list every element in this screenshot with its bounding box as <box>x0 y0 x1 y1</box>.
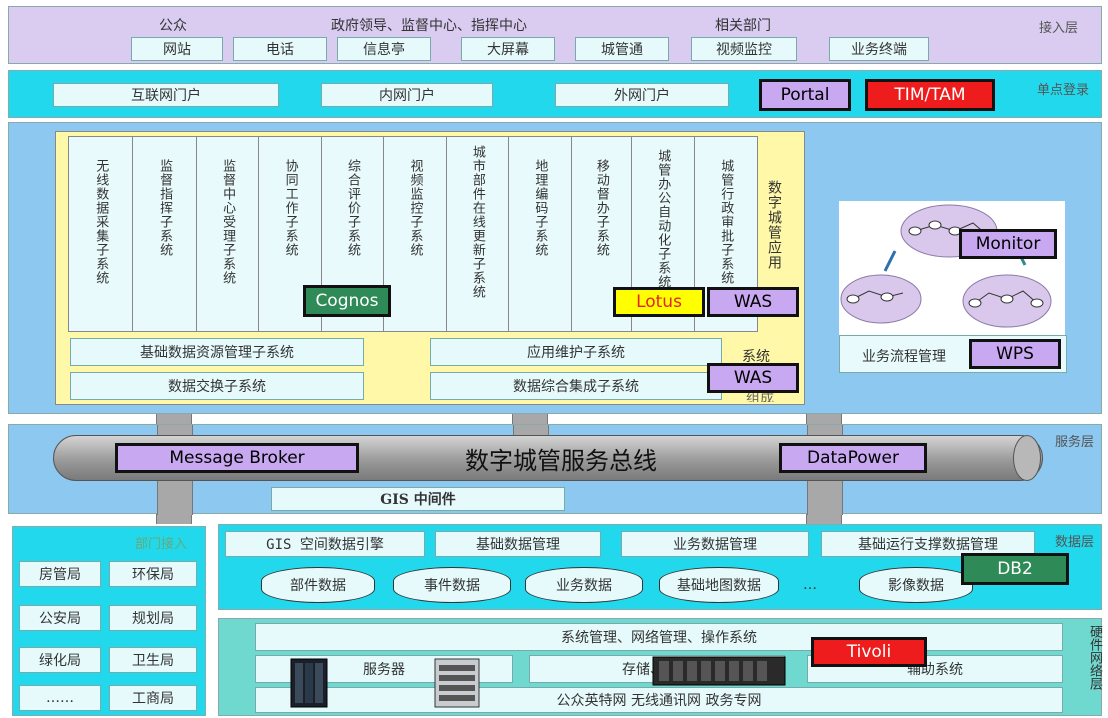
portal-intranet: 内网门户 <box>321 83 493 107</box>
channel-website: 网站 <box>131 37 223 61</box>
message-broker-tag: Message Broker <box>115 443 359 473</box>
access-group-public: 公众 <box>159 18 187 34</box>
db-ellipsis: … <box>803 577 817 593</box>
db-component-data: 部件数据 <box>261 567 375 603</box>
gis-middleware: GIS 中间件 <box>271 487 565 511</box>
app-side-title-bottom: 系统 <box>742 349 770 365</box>
channel-terminal: 业务终端 <box>829 37 929 61</box>
dept-greening: 绿化局 <box>19 647 101 673</box>
service-layer: 数字城管服务总线 Message Broker DataPower GIS 中间… <box>8 424 1102 515</box>
workflow-graph-image <box>840 204 1052 328</box>
dept-environment: 环保局 <box>109 561 197 587</box>
server-rack-image <box>290 658 328 708</box>
subsystem-geocoding: 地理编码子系统 <box>509 137 572 331</box>
db2-tag: DB2 <box>961 553 1069 585</box>
subsystem-supervision-center: 监督中心受理子系统 <box>196 137 260 331</box>
access-layer: 公众 政府领导、监督中心、指挥中心 相关部门 接入层 网站 电话 信息亭 大屏幕… <box>8 6 1102 64</box>
storage-array-image <box>652 656 786 686</box>
dept-health: 卫生局 <box>109 647 197 673</box>
access-layer-label: 接入层 <box>1039 21 1079 36</box>
subsystem-component-update: 城市部件在线更新子系统 <box>446 137 510 331</box>
access-group-departments: 相关部门 <box>715 18 771 34</box>
channel-kiosk: 信息亭 <box>337 37 431 61</box>
dept-commerce: 工商局 <box>109 685 197 711</box>
dept-planning: 规划局 <box>109 605 197 631</box>
dept-housing: 房管局 <box>19 561 101 587</box>
data-exchange-subsystem: 数据交换子系统 <box>70 372 364 400</box>
subsystem-video-monitoring: 视频监控子系统 <box>384 137 447 331</box>
db-event-data: 事件数据 <box>393 567 511 603</box>
workflow-diagram <box>839 201 1065 335</box>
data-layer: GIS 空间数据引擎 基础数据管理 业务数据管理 基础运行支撑数据管理 数据层 … <box>218 524 1102 610</box>
channel-big-screen: 大屏幕 <box>461 37 555 61</box>
app-maintenance-subsystem: 应用维护子系统 <box>430 338 722 366</box>
support-data-mgmt: 基础运行支撑数据管理 <box>821 531 1035 557</box>
monitor-tag: Monitor <box>959 229 1057 259</box>
app-side-title: 数字城管应用 <box>766 180 782 270</box>
network-row: 公众英特网 无线通讯网 政务专网 <box>255 687 1063 713</box>
db-imagery-data: 影像数据 <box>859 567 973 603</box>
dept-access-panel: 部门接入 房管局 环保局 公安局 规划局 绿化局 卫生局 …… 工商局 <box>12 526 206 716</box>
service-bus-title: 数字城管服务总线 <box>465 447 657 475</box>
data-layer-label: 数据层 <box>1055 535 1095 550</box>
was-tag-bottom: WAS <box>707 363 799 393</box>
base-data-resource-subsystem: 基础数据资源管理子系统 <box>70 338 364 366</box>
gis-data-engine: GIS 空间数据引擎 <box>225 531 425 557</box>
app-side-title-extra: 组成 <box>746 391 774 402</box>
dept-more: …… <box>19 685 101 711</box>
access-group-government: 政府领导、监督中心、指挥中心 <box>331 18 527 34</box>
base-data-mgmt: 基础数据管理 <box>435 531 601 557</box>
system-management-row: 系统管理、网络管理、操作系统 <box>255 623 1063 651</box>
channel-city-mgmt: 城管通 <box>575 37 669 61</box>
tim-tam-tag: TIM/TAM <box>865 79 995 111</box>
hardware-layer-label: 硬件网络层 <box>1087 625 1102 690</box>
portal-extranet: 外网门户 <box>555 83 729 107</box>
lotus-tag: Lotus <box>613 287 705 317</box>
portal-internet: 互联网门户 <box>53 83 279 107</box>
service-bus-end <box>1013 435 1041 481</box>
workflow-label: 业务流程管理 <box>862 349 946 365</box>
datapower-tag: DataPower <box>779 443 927 473</box>
cognos-tag: Cognos <box>303 285 391 317</box>
app-layer: 无线数据采集子系统 监督指挥子系统 监督中心受理子系统 协同工作子系统 综合评价… <box>8 122 1102 414</box>
wps-tag: WPS <box>969 339 1061 369</box>
was-tag-top: WAS <box>707 287 799 317</box>
sso-layer-label: 单点登录 <box>1037 83 1090 98</box>
subsystem-wireless-data: 无线数据采集子系统 <box>69 137 134 331</box>
service-layer-label: 服务层 <box>1055 435 1095 450</box>
db-base-map-data: 基础地图数据 <box>659 567 779 603</box>
channel-phone: 电话 <box>233 37 327 61</box>
blade-server-image <box>434 658 480 708</box>
data-integration-subsystem: 数据综合集成子系统 <box>430 372 722 400</box>
portal-tag: Portal <box>759 79 851 111</box>
sso-layer: 互联网门户 内网门户 外网门户 Portal TIM/TAM 单点登录 <box>8 70 1102 118</box>
dept-access-label: 部门接入 <box>135 537 188 552</box>
channel-video: 视频监控 <box>691 37 797 61</box>
app-inner-panel: 无线数据采集子系统 监督指挥子系统 监督中心受理子系统 协同工作子系统 综合评价… <box>55 131 805 405</box>
subsystem-supervision-command: 监督指挥子系统 <box>133 137 197 331</box>
hardware-layer: 系统管理、网络管理、操作系统 服务器 存储、备份 辅助系统 公众英特网 无线通讯… <box>218 618 1102 716</box>
tivoli-tag: Tivoli <box>811 637 927 667</box>
business-data-mgmt: 业务数据管理 <box>621 531 809 557</box>
db-business-data: 业务数据 <box>525 567 643 603</box>
dept-police: 公安局 <box>19 605 101 631</box>
